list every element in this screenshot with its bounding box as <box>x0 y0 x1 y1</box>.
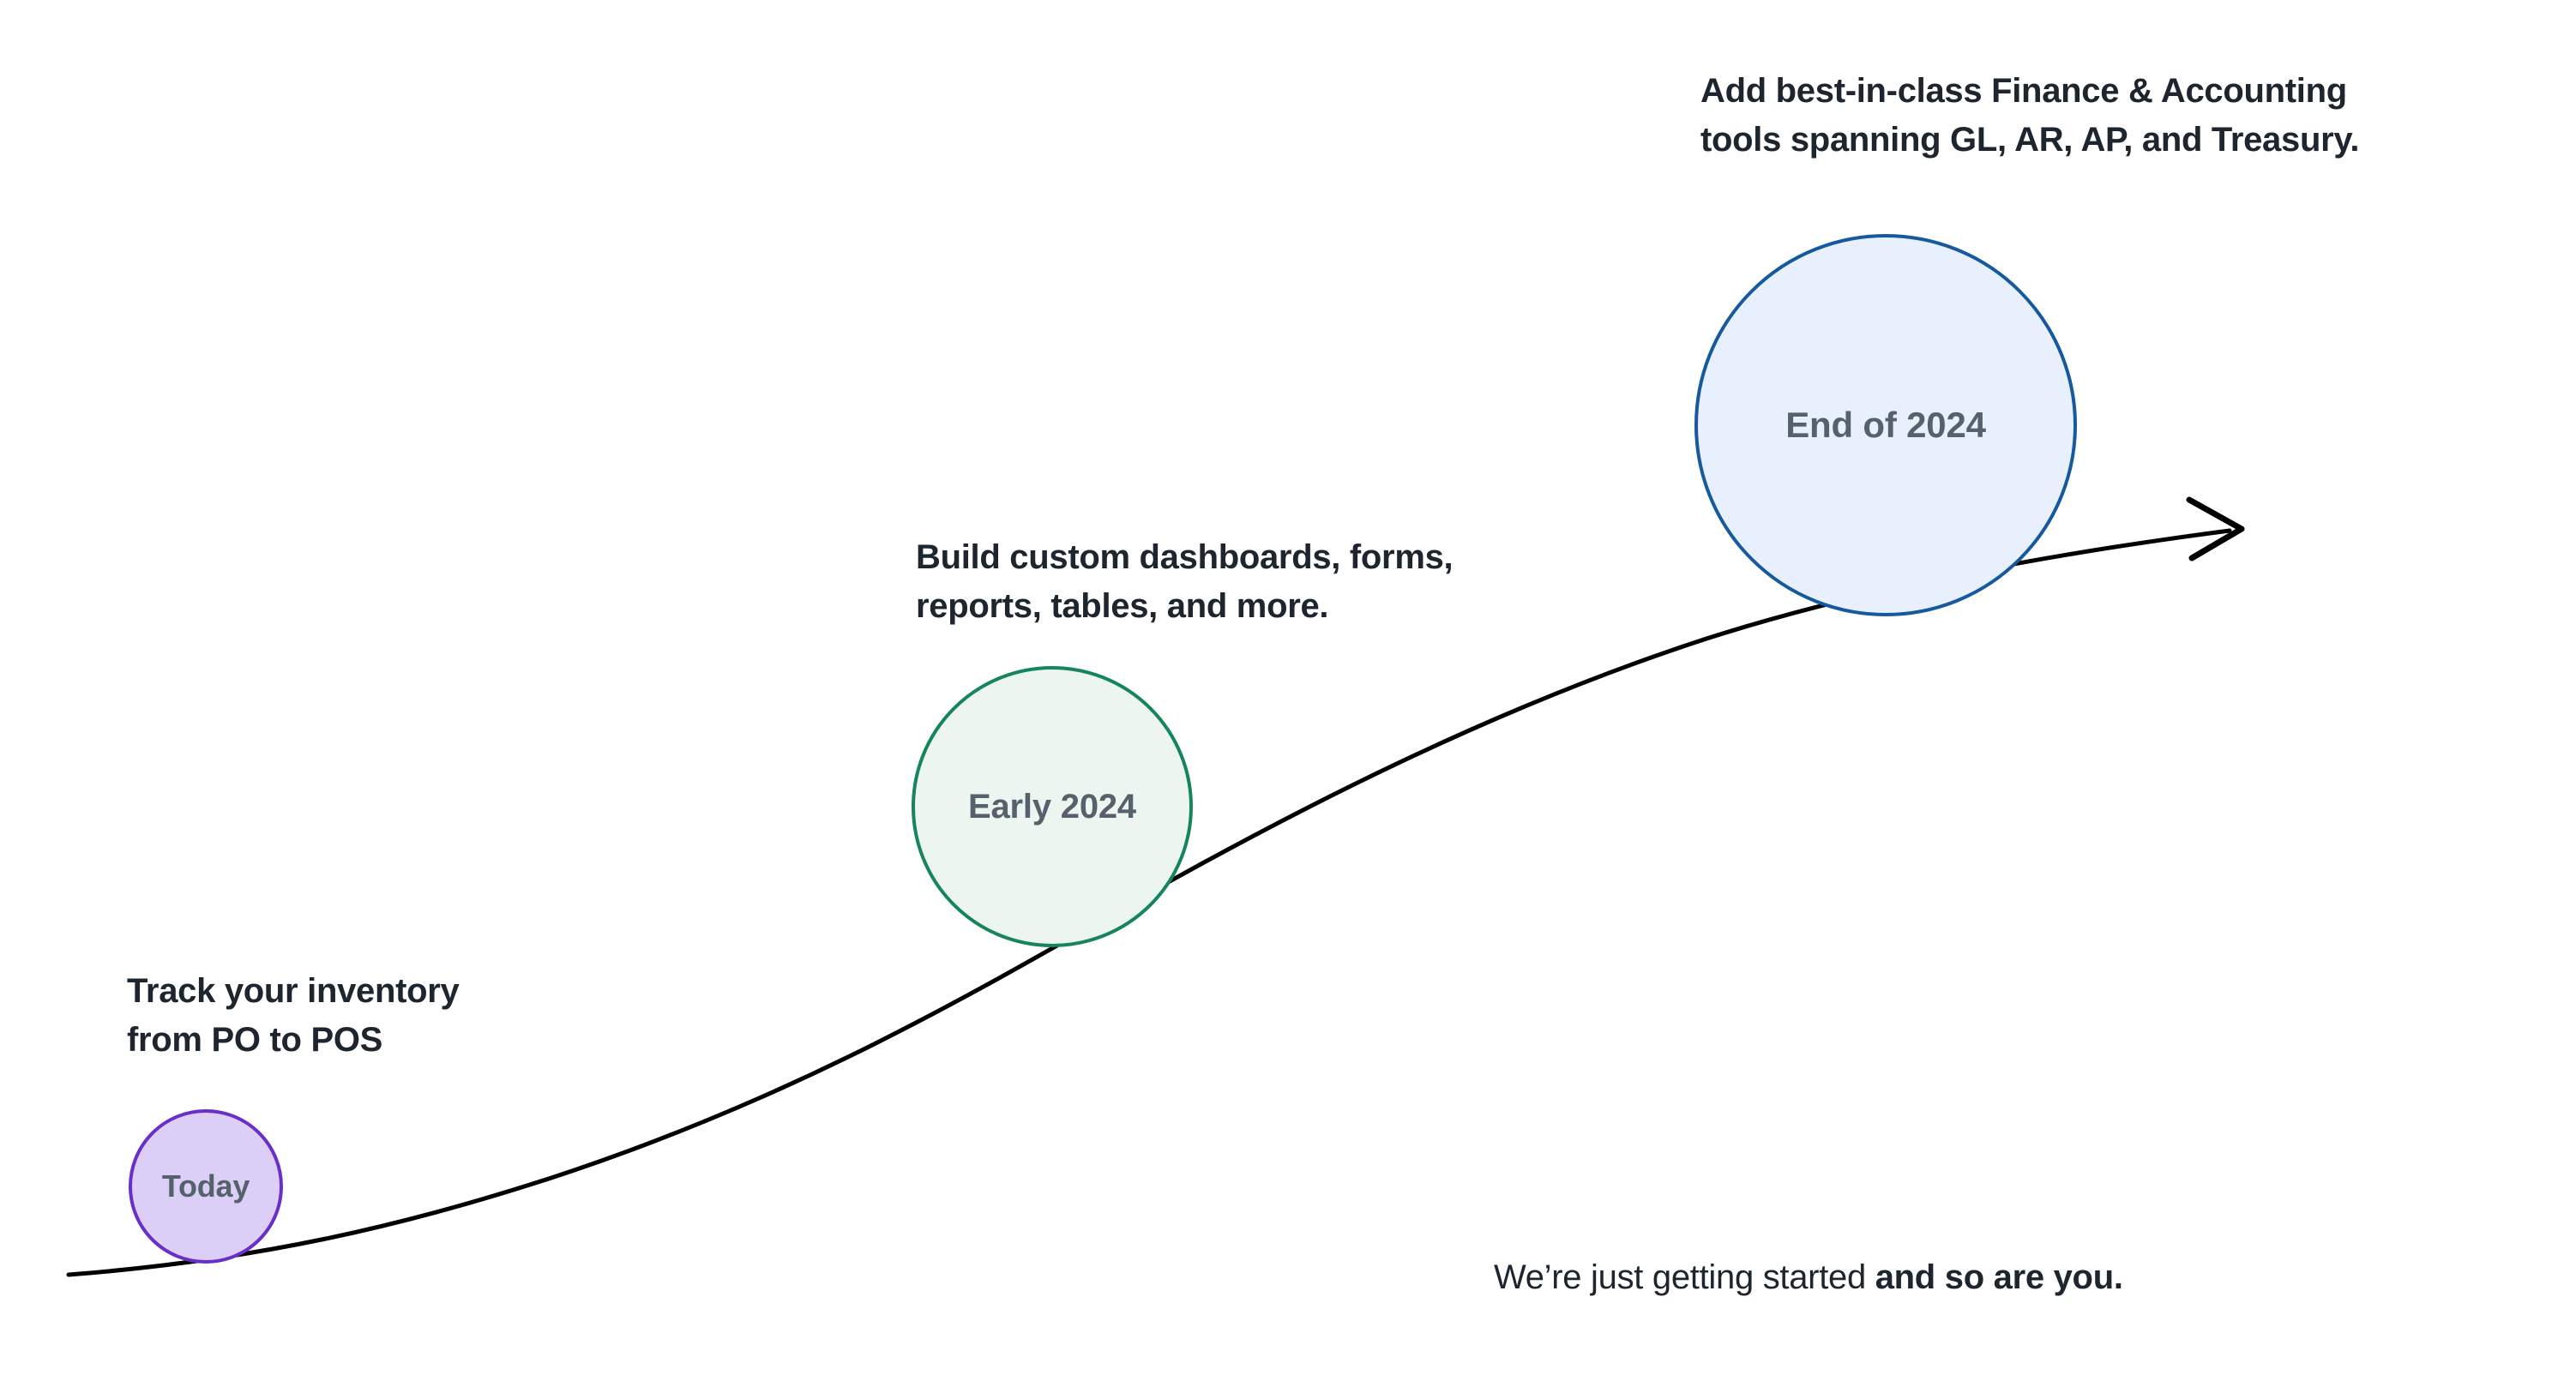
footer-tagline-regular: We’re just getting started <box>1494 1258 1875 1296</box>
caption-early-2024-line-2: reports, tables, and more. <box>916 586 1329 625</box>
milestone-label-end-2024: End of 2024 <box>1785 405 1986 445</box>
arrow-head-icon <box>2186 496 2245 561</box>
caption-end-2024-line-2: tools spanning GL, AR, AP, and Treasury. <box>1700 120 2360 159</box>
caption-early-2024: Build custom dashboards, forms, reports,… <box>916 533 1653 631</box>
milestone-bubble-early-2024[interactable]: Early 2024 <box>912 666 1193 947</box>
caption-today-line-1: Track your inventory <box>127 972 460 1010</box>
footer-tagline-emphasis: and so are you. <box>1875 1258 2123 1296</box>
milestone-label-early-2024: Early 2024 <box>968 787 1136 826</box>
caption-early-2024-line-1: Build custom dashboards, forms, <box>916 538 1454 576</box>
milestone-bubble-end-2024[interactable]: End of 2024 <box>1694 234 2077 616</box>
caption-today-line-2: from PO to POS <box>127 1020 383 1059</box>
caption-today: Track your inventory from PO to POS <box>127 967 659 1065</box>
caption-end-2024-line-1: Add best-in-class Finance & Accounting <box>1700 72 2347 110</box>
milestone-label-today: Today <box>161 1168 250 1204</box>
caption-end-2024: Add best-in-class Finance & Accounting t… <box>1700 67 2524 165</box>
milestone-bubble-today[interactable]: Today <box>129 1109 283 1264</box>
footer-tagline: We’re just getting started and so are yo… <box>1494 1258 2123 1297</box>
